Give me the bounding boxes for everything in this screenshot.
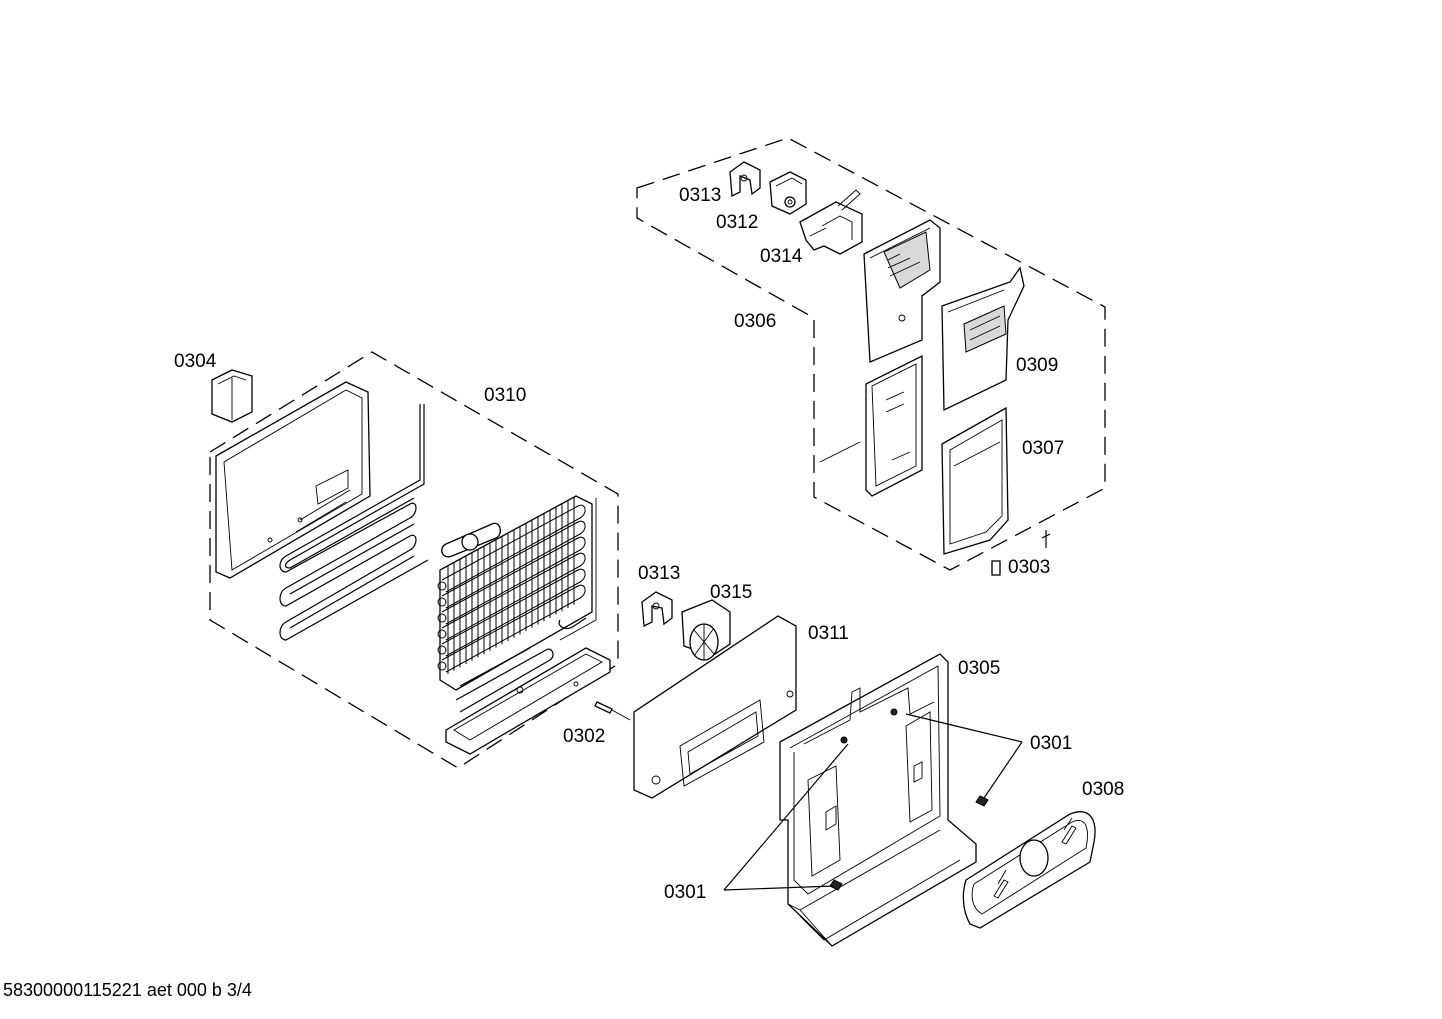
part-back-plate <box>215 381 371 579</box>
label-0312: 0312 <box>716 212 758 233</box>
group-0306-outline <box>636 137 1106 571</box>
label-0305: 0305 <box>958 658 1000 679</box>
part-0304-bracket <box>211 369 253 423</box>
part-0312-motor <box>769 171 807 215</box>
label-0315: 0315 <box>710 582 752 603</box>
document-footer-id: 58300000115221 aet 000 b 3/4 <box>3 980 252 1000</box>
label-0301-right: 0301 <box>1030 733 1072 754</box>
label-0313-mid: 0313 <box>638 563 680 584</box>
part-0303-clip <box>991 530 1051 576</box>
leader-lines-0301 <box>723 713 1023 891</box>
part-heater-loops <box>279 404 429 641</box>
part-duct-panel <box>819 354 923 497</box>
part-0314-damper <box>799 189 863 255</box>
part-0305-frame <box>779 653 977 947</box>
label-0309: 0309 <box>1016 355 1058 376</box>
part-0313-bracket-top <box>729 161 761 198</box>
label-0314: 0314 <box>760 246 803 267</box>
label-0307: 0307 <box>1022 438 1064 459</box>
part-0313-bracket-lower <box>641 591 673 628</box>
label-0303: 0303 <box>1008 557 1050 578</box>
label-0308: 0308 <box>1082 779 1124 800</box>
part-evaporator-coil <box>437 495 597 691</box>
part-0309-cover <box>941 266 1025 412</box>
label-0304: 0304 <box>174 351 217 372</box>
label-0306: 0306 <box>734 311 776 332</box>
label-0301-left: 0301 <box>664 882 706 903</box>
group-0310-outline <box>209 351 619 769</box>
label-0313-top: 0313 <box>679 185 721 206</box>
part-duct-cover-upper <box>863 219 941 363</box>
part-0311-panel <box>633 615 797 799</box>
part-drip-tray <box>445 647 611 755</box>
part-0302-pin <box>594 701 631 721</box>
label-0311: 0311 <box>808 623 849 644</box>
label-0302: 0302 <box>563 726 605 747</box>
part-0307-panel <box>941 406 1009 555</box>
part-0315-fan <box>681 599 731 661</box>
label-0310: 0310 <box>484 385 526 406</box>
part-0308-cover <box>962 811 1096 929</box>
part-0301-screws <box>829 795 989 891</box>
